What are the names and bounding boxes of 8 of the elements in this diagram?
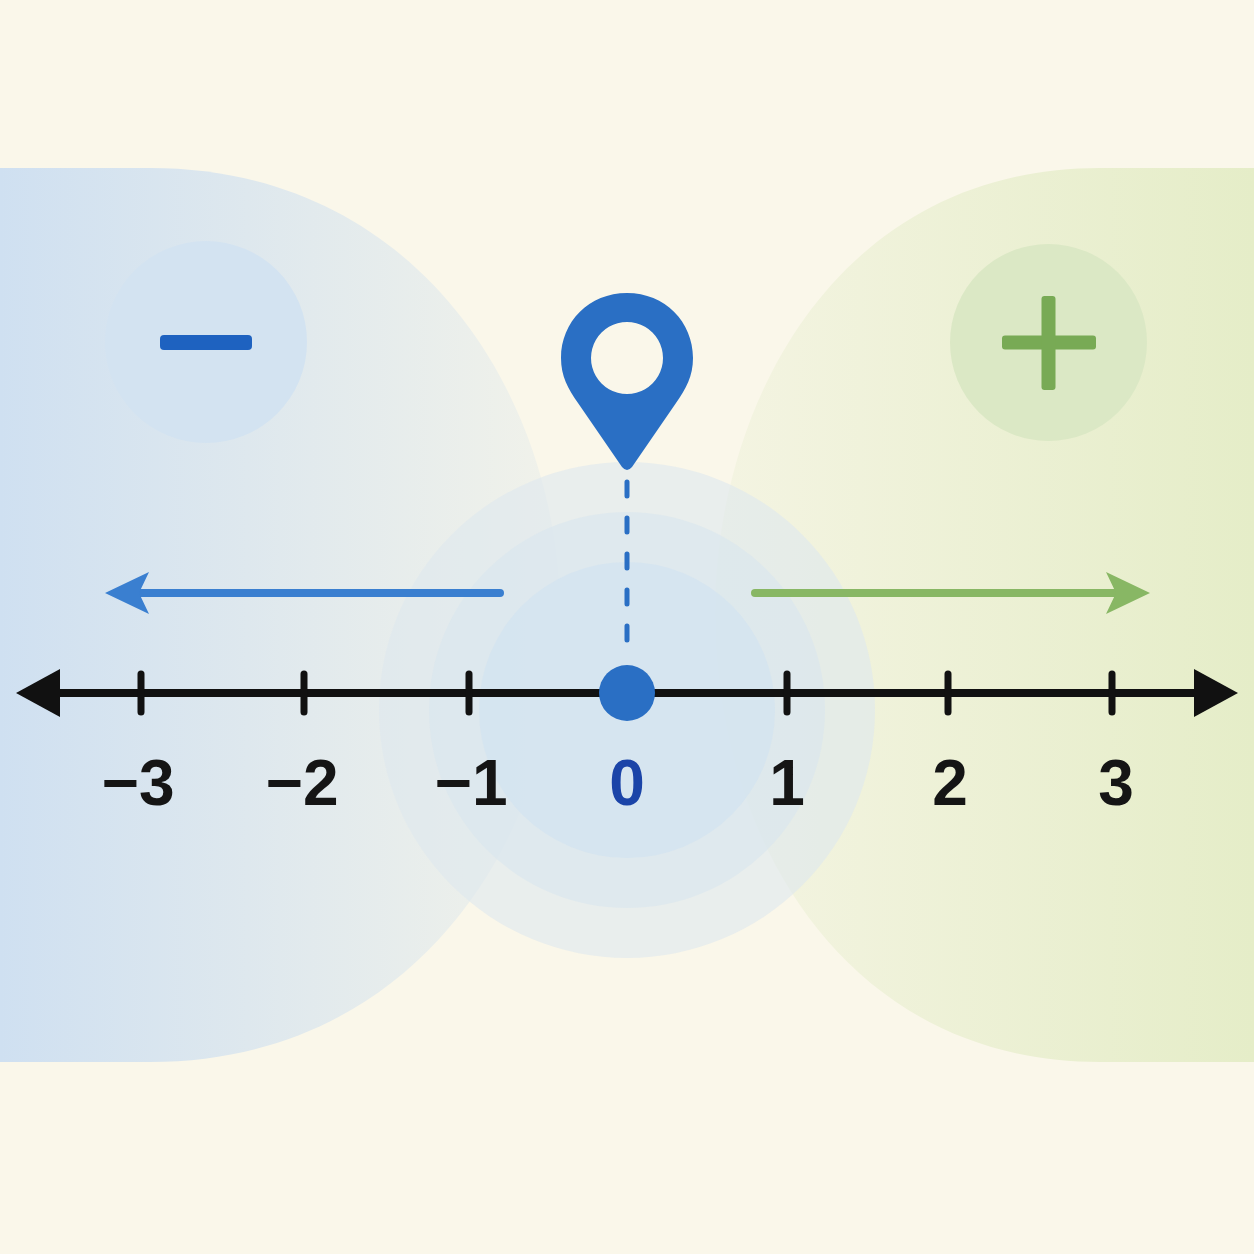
tick-label: −1 bbox=[434, 751, 508, 815]
tick-label: −2 bbox=[265, 751, 339, 815]
tick-label: 1 bbox=[769, 751, 805, 815]
tick-label: 0 bbox=[609, 751, 645, 815]
tick-label: 2 bbox=[932, 751, 968, 815]
tick-label: −3 bbox=[101, 751, 175, 815]
point-marker bbox=[599, 665, 655, 721]
tick-label: 3 bbox=[1098, 751, 1134, 815]
